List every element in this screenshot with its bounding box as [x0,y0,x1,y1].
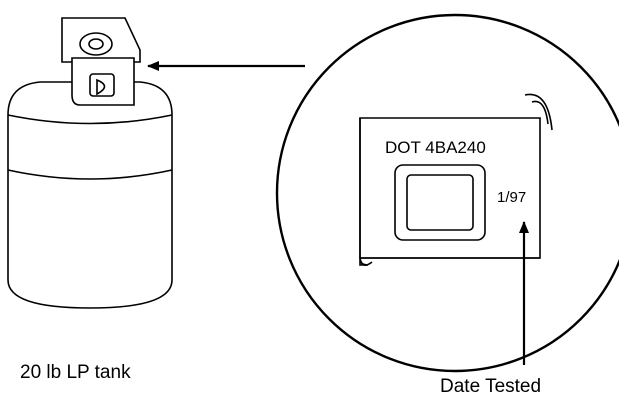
tank-body [7,81,173,309]
magnified-plate [359,93,553,266]
collar-tag-window-inner [96,78,106,96]
test-date-label: 1/97 [497,189,526,206]
tank-top-shoulder [7,114,173,125]
plate-folded-top [524,93,553,131]
date-tested-label: Date Tested [440,376,541,397]
lp-tank [7,17,173,309]
tank-seam [7,169,173,180]
dot-marking-label: DOT 4BA240 [385,138,486,157]
tank-caption: 20 lb LP tank [20,362,131,383]
valve-stem-inner [88,38,104,50]
collar-tag-window [89,73,115,97]
plate-window-inner [406,174,474,231]
plate-bottom-curl [359,257,373,266]
plate-folded-top-inner [531,100,549,125]
